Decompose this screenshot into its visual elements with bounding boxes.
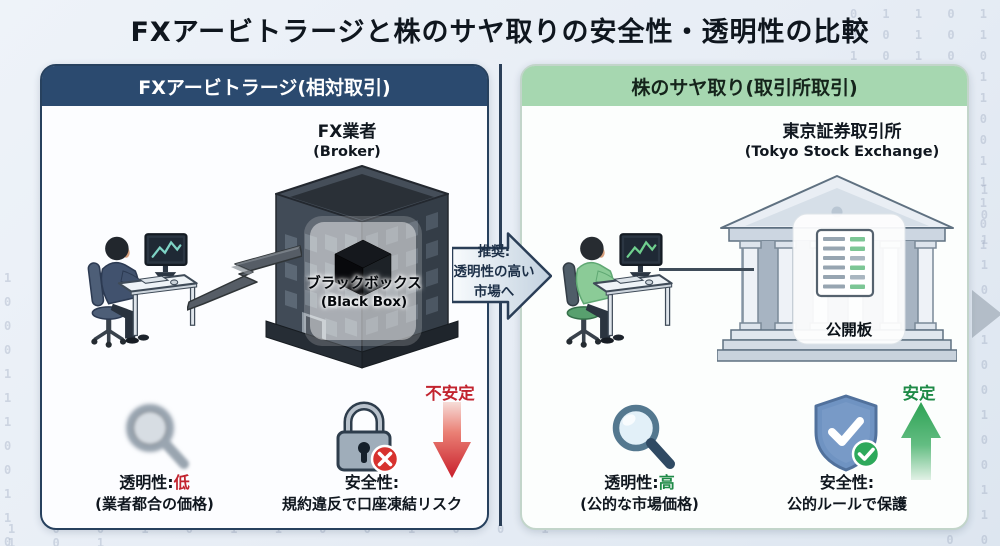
fx-safety-metric: 安全性: 規約違反で口座凍結リスク [257, 472, 487, 514]
stock-safety-label: 安全性: [819, 473, 875, 492]
fx-transparency-label: 透明性: [119, 473, 174, 492]
fx-panel-header: FXアービトラージ(相対取引) [42, 66, 487, 106]
desk [117, 274, 198, 337]
fx-safety-label: 安全性: [344, 473, 400, 492]
stock-spread-panel: 株のサヤ取り(取引所取引) 東京証券取引所 (Tokyo Stock Excha… [520, 64, 969, 530]
blackbox-label-en: (Black Box) [320, 293, 408, 310]
black-cube-icon [334, 239, 392, 297]
exchange-name: 東京証券取引所 [782, 122, 902, 142]
exchange-label: 東京証券取引所 (Tokyo Stock Exchange) [737, 121, 947, 162]
binary-pattern-left: 1 0 0 0 1 1 1 0 0 1 1 0 0 1 1 0 1 0 0 1 … [4, 271, 22, 546]
red-down-arrow-icon [433, 402, 471, 478]
stock-safety-note: 公的ルールで保護 [786, 494, 907, 513]
zigzag-connection-arrow [187, 245, 302, 311]
fx-transparency-value: 低 [173, 473, 190, 492]
recommendation-line2: 透明性の高い [453, 263, 535, 280]
blurred-magnifier-icon [124, 402, 189, 469]
monitor-with-chart [144, 233, 188, 277]
broker-building-illustration [265, 165, 459, 369]
recommendation-line1: 推奨: [477, 244, 511, 260]
public-board-document-icon [815, 228, 875, 298]
green-up-arrow-icon [901, 402, 941, 480]
broker-label: FX業者 (Broker) [277, 121, 417, 162]
fx-transparency-metric: 透明性:低 (業者都合の価格) [62, 472, 247, 514]
shield-check-icon [814, 394, 881, 472]
stock-panel-header: 株のサヤ取り(取引所取引) [522, 66, 967, 106]
stock-transparency-note: (公的な市場価格) [580, 494, 699, 513]
background-triangle-decoration [972, 290, 1000, 338]
monitor-with-chart [619, 233, 663, 277]
stock-transparency-metric: 透明性:高 (公的な市場価格) [547, 472, 732, 514]
trader-illustration-left [87, 233, 198, 348]
page-title: FXアービトラージと株のサヤ取りの安全性・透明性の比較 [130, 17, 870, 48]
check-badge-icon [851, 439, 881, 469]
fx-stability-label: 不安定 [425, 384, 475, 403]
blackbox-label-jp: ブラックボックス [306, 276, 422, 292]
recommendation-text: 推奨: 透明性の高い 市場へ [444, 243, 544, 303]
desk [592, 274, 673, 337]
stock-stability-label: 安定 [902, 384, 936, 403]
recommendation-line3: 市場へ [473, 283, 515, 300]
stock-transparency-label: 透明性: [604, 473, 659, 492]
exchange-name-en: (Tokyo Stock Exchange) [744, 144, 940, 161]
stock-exchange-building-illustration [717, 175, 957, 362]
recommendation-arrow-icon [452, 232, 552, 320]
blackbox-label: ブラックボックス (Black Box) [274, 275, 454, 311]
fx-transparency-note: (業者都合の価格) [95, 494, 214, 513]
stock-safety-metric: 安全性: 公的ルールで保護 [742, 472, 952, 514]
fx-safety-note: 規約違反で口座凍結リスク [281, 494, 462, 513]
clear-magnifier-icon [612, 404, 675, 469]
fx-arbitrage-panel: FXアービトラージ(相対取引) FX業者 (Broker) [40, 64, 489, 530]
lock-icon [336, 401, 400, 474]
broker-name: FX業者 [317, 122, 377, 142]
stock-transparency-value: 高 [658, 473, 675, 492]
x-badge-icon [370, 444, 400, 474]
trader-illustration-right [562, 233, 673, 348]
public-board-label: 公開板 [825, 321, 873, 339]
direct-connection-line [659, 268, 754, 271]
broker-name-en: (Broker) [313, 144, 381, 161]
